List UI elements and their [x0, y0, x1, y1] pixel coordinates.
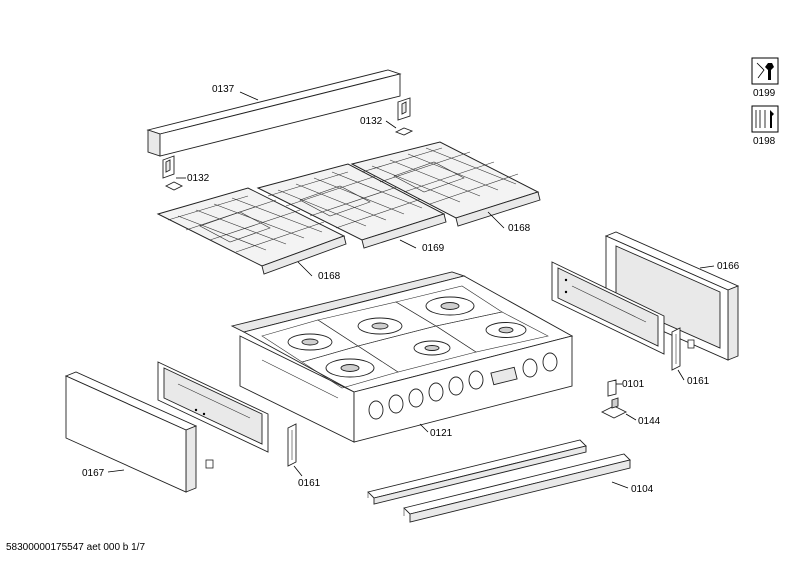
bracket-0132-left: [162, 155, 184, 191]
top-trim-bar-0137: [146, 69, 402, 157]
front-rail-0104-lower: [403, 453, 631, 523]
side-clip-left-0161: [287, 423, 297, 467]
small-clip-0101: [607, 379, 617, 397]
front-rail-0104-upper: [367, 439, 587, 505]
side-frame-left: [157, 361, 269, 453]
part-label-0144: 0144: [638, 416, 661, 427]
side-panel-right-0166: [604, 231, 740, 361]
tools-set-icon-0198: [751, 105, 779, 133]
part-label-0168-left: 0168: [318, 271, 341, 282]
part-label-0169: 0169: [422, 243, 445, 254]
part-label-0161-right: 0161: [687, 376, 710, 387]
part-label-0132-left: 0132: [187, 173, 210, 184]
part-label-0161-left: 0161: [298, 478, 321, 489]
small-plate-0144: [600, 397, 628, 419]
bracket-0132-top: [394, 97, 414, 136]
part-label-0121: 0121: [430, 428, 453, 439]
service-tool-icon-0199: [751, 57, 779, 85]
grate-left-0168: [156, 187, 347, 275]
side-panel-left-0167: [64, 371, 198, 493]
part-label-0104: 0104: [631, 484, 654, 495]
part-label-0132-top: 0132: [360, 116, 383, 127]
side-frame-right: [551, 261, 665, 355]
grate-right-0168: [350, 141, 541, 227]
part-label-0168-right: 0168: [508, 223, 531, 234]
part-label-0167: 0167: [82, 468, 105, 479]
tool-label-0198: 0198: [753, 136, 776, 147]
document-footer: 58300000175547 aet 000 b 1/7: [6, 542, 146, 553]
cooktop-body-0121: [230, 271, 574, 443]
tool-label-0199: 0199: [753, 88, 776, 99]
part-label-0166: 0166: [717, 261, 740, 272]
small-clip-left: [205, 459, 214, 469]
side-clip-right-0161: [671, 327, 681, 371]
grate-center-0169: [256, 163, 447, 249]
part-label-0137: 0137: [212, 84, 235, 95]
part-label-0101: 0101: [622, 379, 645, 390]
